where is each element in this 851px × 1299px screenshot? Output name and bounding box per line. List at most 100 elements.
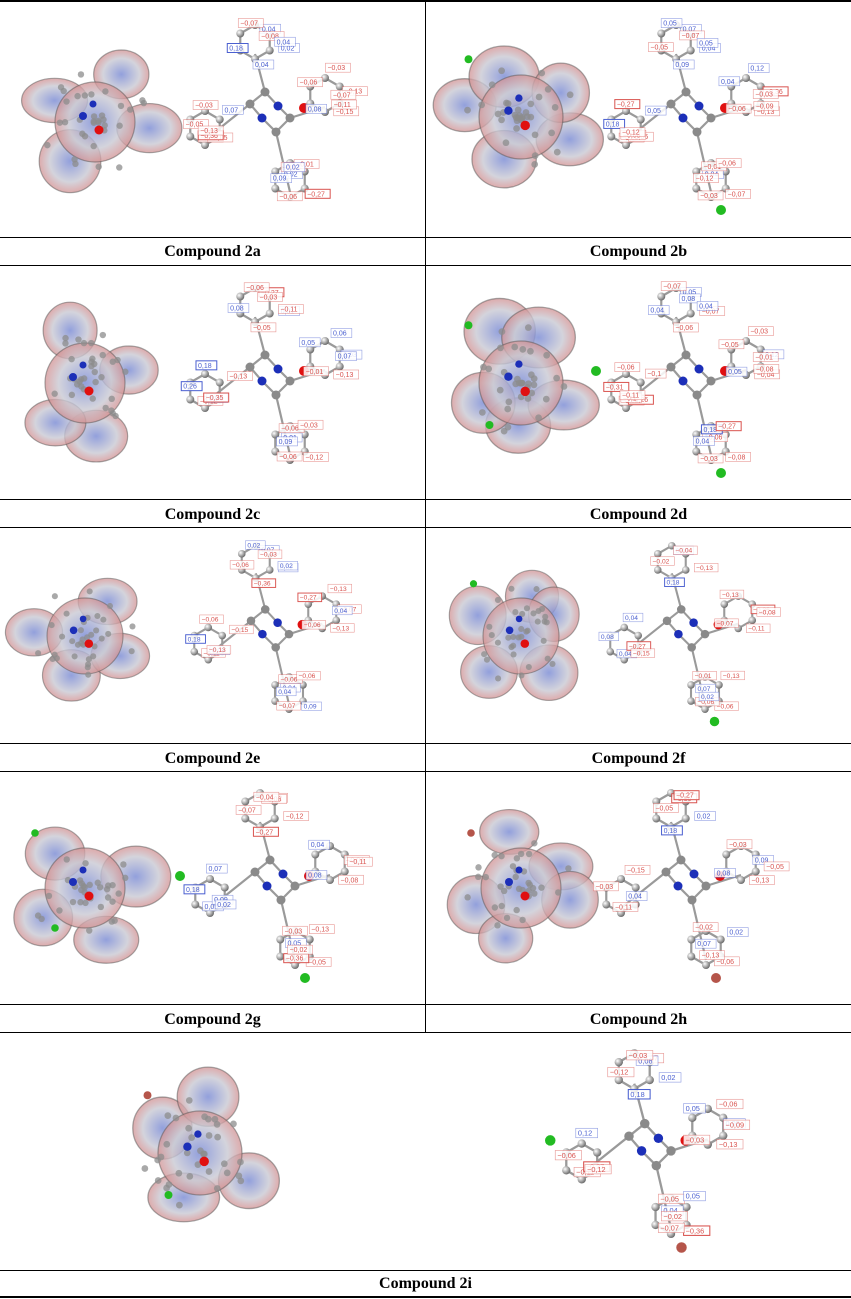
charge-label: −0,12 xyxy=(693,173,719,183)
charge-value: −0,03 xyxy=(595,884,613,891)
charge-value: 0,05 xyxy=(728,369,742,376)
panel-2d: −0,07−0,04−0,02−0,060,050,12−0,08−0,060,… xyxy=(426,266,851,499)
charge-label: −0,08 xyxy=(258,31,285,41)
charge-value: 0,04 xyxy=(619,651,632,658)
charge-value: −0,05 xyxy=(660,1194,679,1203)
charge-label: −0,05 xyxy=(183,119,209,130)
charge-label: −0,08 xyxy=(753,364,780,374)
charge-value: −0,06 xyxy=(304,622,321,629)
charge-diagram: −0,13−0,110,040,070,09−0,36−0,060,18−0,0… xyxy=(598,541,781,727)
charge-value: −0,13 xyxy=(722,592,739,599)
charge-value: −0,06 xyxy=(246,285,264,292)
charge-value: 0,04 xyxy=(334,608,347,615)
mep-surface xyxy=(432,45,605,189)
charge-label: −0,11 xyxy=(331,99,357,110)
figure-svg: −0,12−0,080,050,05−0,12−0,04−0,05−0,270,… xyxy=(13,789,373,983)
charge-label: 0,05 xyxy=(683,1191,706,1202)
charge-value: −0,27 xyxy=(255,829,273,836)
charge-label: 0,04 xyxy=(648,305,670,315)
charge-label: −0,06 xyxy=(276,191,303,202)
charge-value: 0,04 xyxy=(277,39,291,46)
charge-label: −0,36 xyxy=(251,578,277,588)
charge-label: 0,02 xyxy=(214,899,237,910)
charge-value: −0,11 xyxy=(622,393,639,400)
charge-value: 0,07 xyxy=(208,866,222,873)
charge-value: −0,07 xyxy=(240,21,258,28)
caption-2f: Compound 2f xyxy=(591,750,686,767)
charge-value: −0,07 xyxy=(660,1224,679,1233)
charge-value: −0,35 xyxy=(206,395,224,402)
caption-2c: Compound 2c xyxy=(164,506,261,523)
charge-value: −0,05 xyxy=(186,122,204,129)
charge-value: 0,04 xyxy=(721,79,735,86)
charge-value: −0,27 xyxy=(629,643,646,650)
charge-label: 0,18 xyxy=(664,577,685,588)
caption-2d: Compound 2d xyxy=(589,506,688,523)
charge-label: −0,13 xyxy=(327,583,353,594)
panel-2c: 0,01−0,13−0,120,01−0,270,03−0,12−0,05−0,… xyxy=(0,266,425,499)
charge-label: −0,05 xyxy=(648,42,674,52)
caption-2g: Compound 2g xyxy=(164,1011,261,1028)
charge-value: 0,04 xyxy=(625,615,638,622)
charge-label: 0,02 xyxy=(694,811,716,821)
charge-label: −0,12 xyxy=(283,811,310,821)
charge-label: −0,11 xyxy=(346,856,373,867)
charge-label: 0,07 xyxy=(695,683,716,694)
charge-label: −0,13 xyxy=(720,670,745,681)
figure-svg: 0,02−0,13−0,110,07−0,360,09−0,060,180,08… xyxy=(446,789,790,983)
charge-label: −0,1 xyxy=(644,368,667,379)
charge-label: −0,13 xyxy=(749,875,775,885)
charge-value: −0,13 xyxy=(209,647,226,654)
charge-value: −0,02 xyxy=(290,947,308,954)
caption-2i: Compound 2i xyxy=(379,1275,472,1292)
charge-value: −0,03 xyxy=(300,422,318,429)
charge-label: 0,02 xyxy=(658,1072,682,1083)
charge-value: −0,06 xyxy=(719,1100,738,1109)
charge-value: 0,05 xyxy=(686,1104,700,1113)
charge-label: −0,08 xyxy=(338,874,364,885)
charge-value: 0,18 xyxy=(188,636,201,643)
charge-value: 0,02 xyxy=(701,694,714,701)
charge-label: −0,13 xyxy=(308,924,335,934)
charge-value: −0,06 xyxy=(716,959,734,966)
charge-label: −0,03 xyxy=(257,292,283,302)
charge-value: 0,08 xyxy=(682,296,696,303)
charge-label: −0,07 xyxy=(235,805,262,815)
charge-label: −0,06 xyxy=(614,362,641,372)
charge-value: −0,12 xyxy=(587,1165,606,1174)
charge-label: −0,06 xyxy=(199,614,224,624)
charge-label: −0,05 xyxy=(250,322,277,333)
charge-label: −0,03 xyxy=(257,549,283,559)
charge-value: −0,13 xyxy=(702,953,720,960)
charge-value: 0,09 xyxy=(755,857,769,864)
figure-svg: 0,04−0,13−0,110,040,07−0,36−0,070,09−0,0… xyxy=(432,18,789,215)
charge-label: 0,05 xyxy=(644,105,667,116)
charge-label: −0,13 xyxy=(716,1139,744,1150)
charge-label: −0,12 xyxy=(619,127,646,137)
charge-label: −0,08 xyxy=(725,452,751,462)
charge-label: −0,04 xyxy=(673,545,698,555)
charge-label: 0,08 xyxy=(714,868,736,878)
charge-label: 0,04 xyxy=(693,436,715,446)
charge-value: −0,27 xyxy=(307,191,325,198)
charge-label: −0,01 xyxy=(692,671,717,681)
charge-label: 0,12 xyxy=(575,1127,598,1139)
charge-diagram: 0,02−0,15−0,130,020,04−0,13−0,270,040,08… xyxy=(183,18,368,202)
charge-label: 0,07 xyxy=(222,104,244,115)
charge-label: −0,11 xyxy=(746,623,771,633)
charge-value: −0,12 xyxy=(286,814,304,821)
charge-label: −0,36 xyxy=(683,1225,711,1236)
charge-label: −0,15 xyxy=(630,648,656,658)
charge-value: 0,04 xyxy=(311,842,325,849)
charge-label: −0,07 xyxy=(657,1222,685,1233)
charge-value: −0,11 xyxy=(280,307,297,314)
charge-value: −0,31 xyxy=(606,384,624,391)
charge-label: −0,15 xyxy=(624,865,651,875)
charge-label: −0,27 xyxy=(673,790,700,801)
charge-value: −0,09 xyxy=(756,103,774,110)
charge-value: 0,18 xyxy=(229,46,243,53)
charge-label: 0,09 xyxy=(673,59,695,70)
charge-value: −0,11 xyxy=(349,859,366,866)
charge-value: −0,11 xyxy=(748,626,765,633)
caption-2a: Compound 2a xyxy=(164,243,261,260)
